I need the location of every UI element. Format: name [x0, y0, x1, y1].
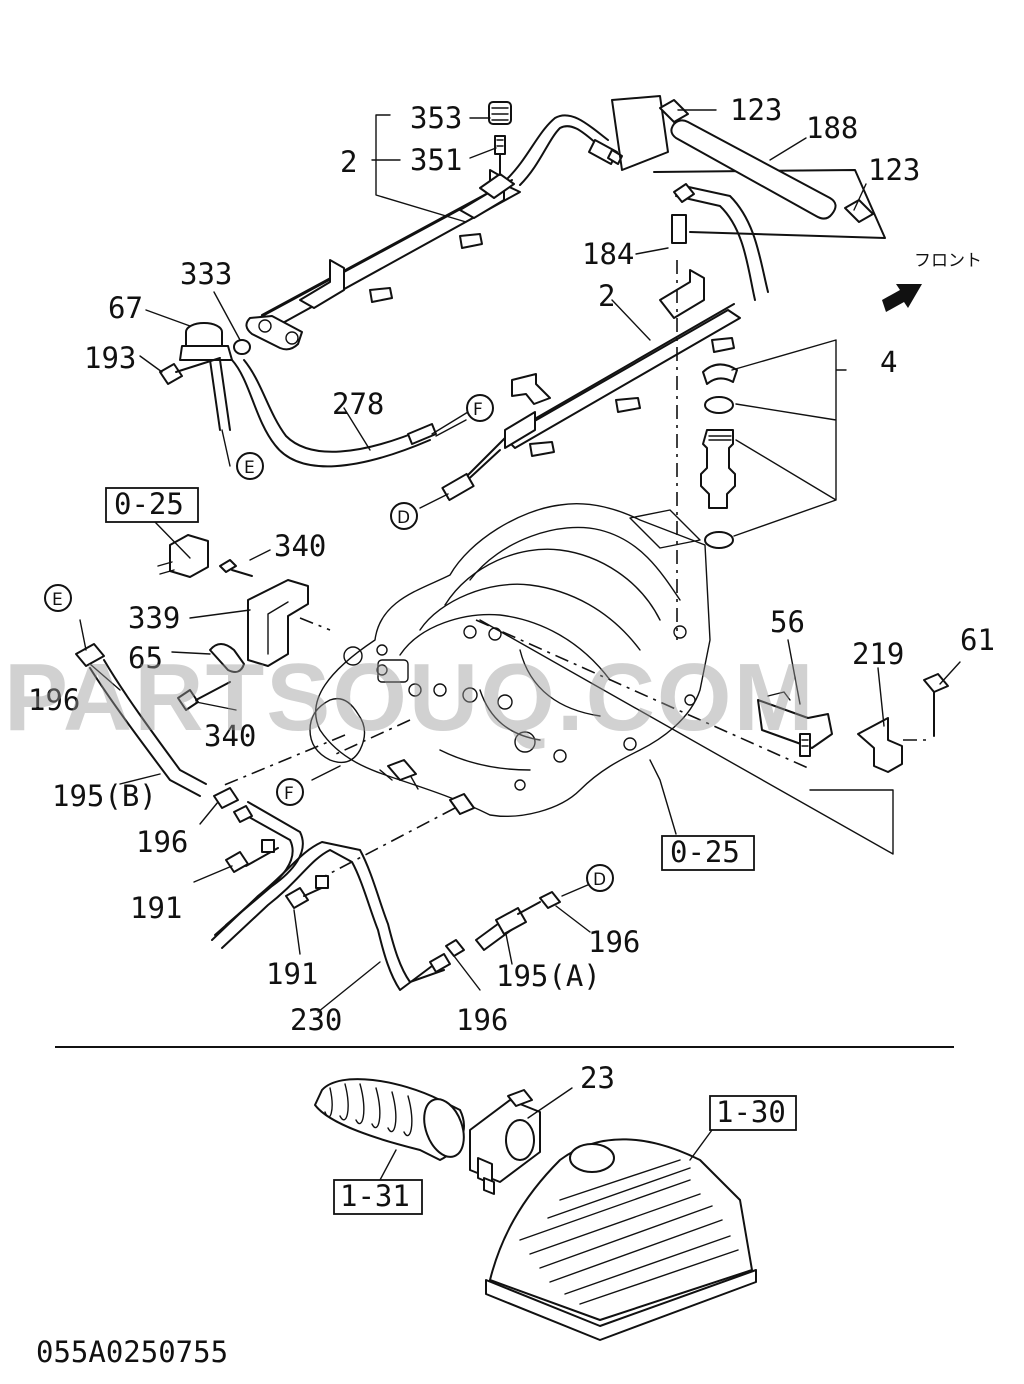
svg-text:1-30: 1-30 [716, 1095, 786, 1129]
front-arrow-icon [882, 284, 922, 312]
label-123-upper: 123 [730, 93, 782, 127]
label-195b: 195(B) [52, 779, 157, 813]
watermark: PARTSOUQ.COM [4, 644, 816, 751]
label-67: 67 [108, 291, 143, 325]
ref-box-0-25-upper: 0-25 [105, 487, 199, 523]
svg-text:D: D [593, 870, 606, 890]
bracket-group [157, 534, 309, 711]
label-188: 188 [806, 111, 858, 145]
label-191-left: 191 [130, 891, 182, 925]
ref-box-0-25-lower: 0-25 [661, 835, 755, 871]
label-230: 230 [290, 1003, 342, 1037]
label-123-lower: 123 [868, 153, 920, 187]
connector-F-lower: F [276, 778, 304, 806]
label-195a: 195(A) [496, 959, 601, 993]
callout-lines [79, 109, 961, 1181]
label-61: 61 [960, 623, 995, 657]
label-340-lower: 340 [204, 719, 256, 753]
air-cleaner [485, 1138, 757, 1341]
svg-text:0-25: 0-25 [670, 835, 740, 869]
ref-box-1-30: 1-30 [709, 1095, 797, 1131]
label-4: 4 [880, 345, 897, 379]
map-sensor [757, 673, 949, 773]
ref-box-1-31: 1-31 [333, 1179, 423, 1215]
air-duct [314, 1078, 465, 1161]
label-191-lower: 191 [266, 957, 318, 991]
valve-cap [488, 101, 512, 176]
connector-E-left: E [44, 584, 72, 612]
svg-text:E: E [52, 590, 63, 610]
label-196-right: 196 [588, 925, 640, 959]
fuel-rail-rear [245, 114, 623, 351]
label-196-left: 196 [28, 683, 80, 717]
label-196-bottom: 196 [456, 1003, 508, 1037]
svg-text:D: D [397, 508, 410, 528]
connector-D-lower: D [586, 864, 614, 892]
connector-D-upper: D [390, 502, 418, 530]
label-196-mid: 196 [136, 825, 188, 859]
pipe-230 [211, 801, 451, 991]
label-23: 23 [580, 1061, 615, 1095]
svg-text:F: F [473, 400, 483, 420]
injector-group [700, 363, 738, 549]
label-193: 193 [84, 341, 136, 375]
label-2-upper: 2 [340, 145, 357, 179]
label-340-upper: 340 [274, 529, 326, 563]
hose-188 [611, 95, 886, 301]
hose-195a [445, 891, 561, 957]
hose-195b [75, 643, 239, 809]
label-219: 219 [852, 637, 904, 671]
svg-text:0-25: 0-25 [114, 487, 184, 521]
pressure-regulator [159, 322, 437, 468]
front-label: フロント [914, 251, 982, 271]
label-65: 65 [128, 641, 163, 675]
label-351: 351 [410, 143, 462, 177]
fuel-rail-front [441, 214, 741, 502]
label-184: 184 [582, 237, 634, 271]
label-56: 56 [770, 605, 805, 639]
airflow-sensor [469, 1089, 541, 1195]
label-353: 353 [410, 101, 462, 135]
label-333: 333 [180, 257, 232, 291]
leader-lines [221, 260, 930, 877]
connector-F-upper: F [466, 394, 494, 422]
svg-text:E: E [244, 458, 255, 478]
label-339: 339 [128, 601, 180, 635]
connector-E-upper: E [236, 452, 264, 480]
diagram-code: 055A0250755 [36, 1335, 228, 1369]
svg-text:F: F [284, 784, 294, 804]
label-2-lower: 2 [598, 279, 615, 313]
label-278: 278 [332, 387, 384, 421]
svg-text:1-31: 1-31 [340, 1179, 410, 1213]
